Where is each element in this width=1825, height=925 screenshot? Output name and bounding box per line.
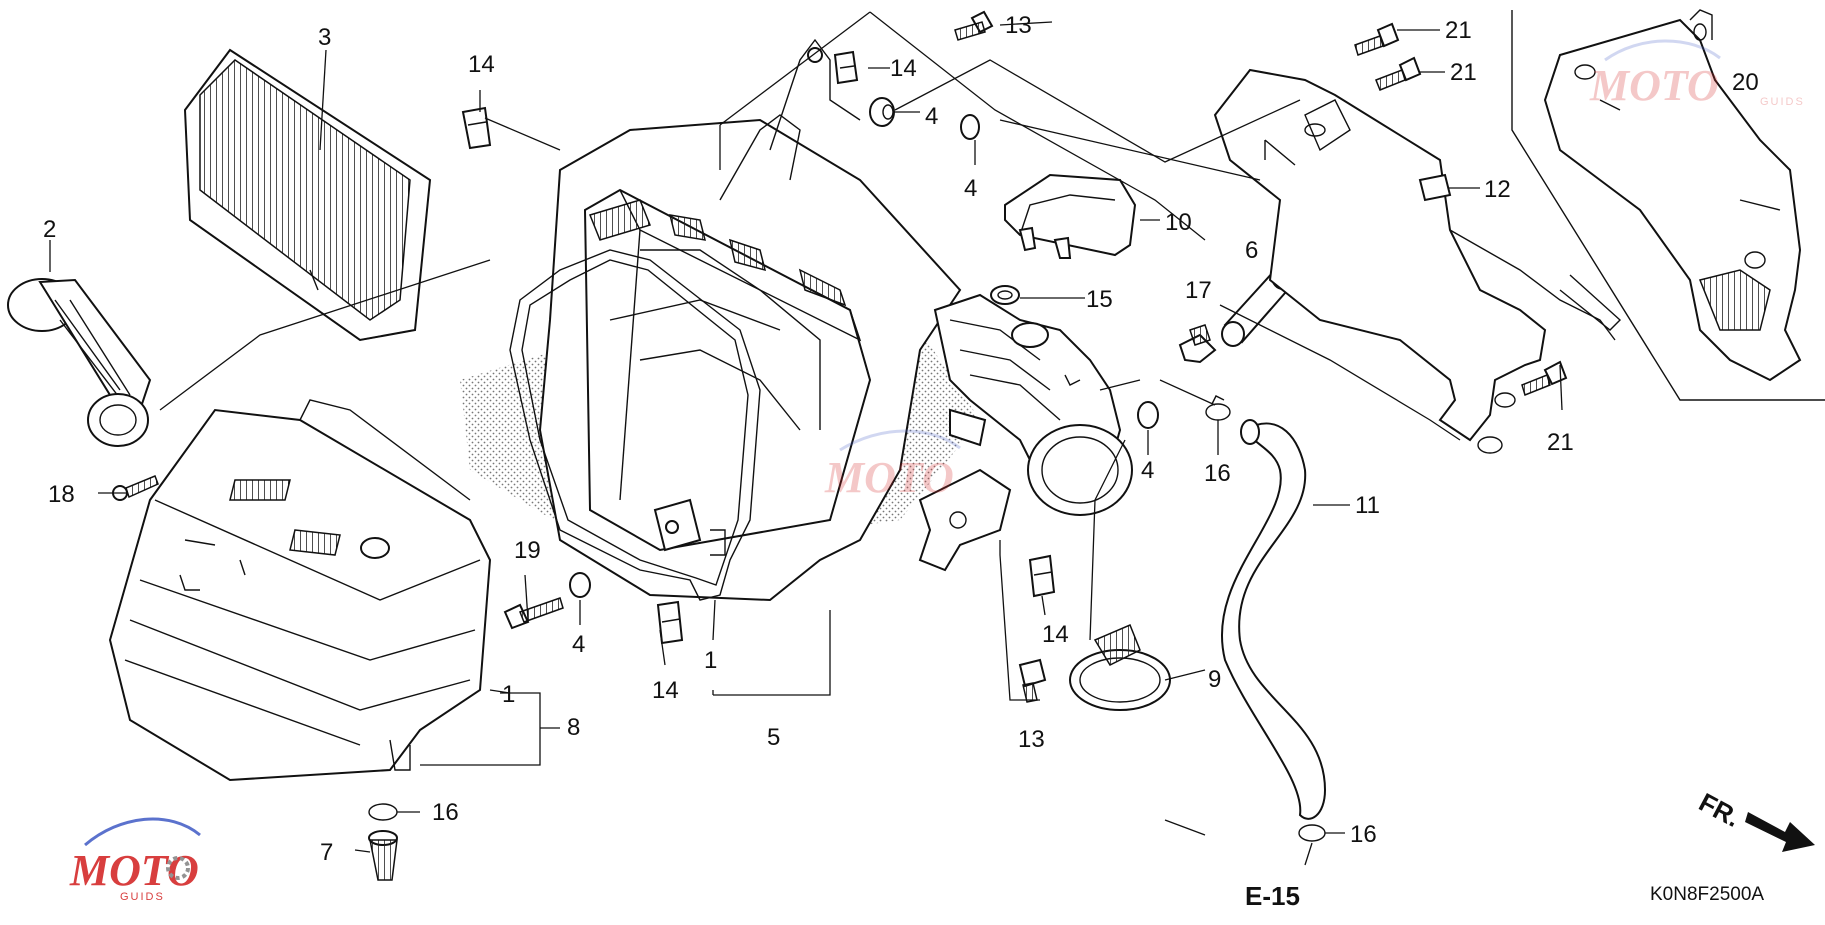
inlet-duct xyxy=(918,293,1133,572)
watermark-bottom-left: MOTO GUIDS xyxy=(69,817,201,903)
callout-14-b: 14 xyxy=(890,55,917,82)
clip-16-upper xyxy=(1205,395,1231,421)
watermark-brand: MOTO xyxy=(69,846,199,895)
bracket-20 xyxy=(1511,9,1825,401)
callout-4-a: 4 xyxy=(925,103,938,130)
callout-14-c: 14 xyxy=(1042,621,1069,648)
clip-15 xyxy=(990,285,1020,305)
callout-1-a: 1 xyxy=(502,681,515,708)
band-9 xyxy=(1069,624,1171,711)
air-cleaner-cover xyxy=(108,399,492,782)
connecting-tube xyxy=(7,278,152,447)
drain-hose-11 xyxy=(1221,419,1327,820)
callout-16-b: 16 xyxy=(1350,821,1377,848)
clip-14-a xyxy=(461,106,492,150)
callout-7: 7 xyxy=(320,839,333,866)
clip-14-d xyxy=(1028,554,1056,598)
bolt-13-bottom xyxy=(1018,658,1047,703)
collar-4-top xyxy=(869,97,895,127)
watermark-top-brand: MOTO xyxy=(1589,61,1719,110)
callout-21-a: 21 xyxy=(1445,17,1472,44)
callout-13-a: 13 xyxy=(1005,12,1032,39)
bolt-19 xyxy=(503,597,564,630)
screw-18 xyxy=(112,475,159,501)
callout-21-b: 21 xyxy=(1450,59,1477,86)
clip-14-c xyxy=(656,600,684,645)
callout-5: 5 xyxy=(767,724,780,751)
callout-10: 10 xyxy=(1165,209,1192,236)
collar-4-left xyxy=(569,572,591,598)
callout-12: 12 xyxy=(1484,176,1511,203)
front-direction-indicator: FR. xyxy=(1694,787,1815,852)
callout-1-b: 1 xyxy=(704,647,717,674)
callout-20: 20 xyxy=(1732,69,1759,96)
callout-19: 19 xyxy=(514,537,541,564)
cap-10 xyxy=(1004,173,1137,259)
callout-4-c: 4 xyxy=(1141,457,1154,484)
watermark-top-sub: GUIDS xyxy=(1760,96,1805,108)
callout-11: 11 xyxy=(1355,492,1380,519)
drain-plug-7 xyxy=(368,830,398,881)
front-label: FR. xyxy=(1694,787,1745,833)
bolt-13-top xyxy=(954,10,994,41)
watermark-center-brand: MOTO xyxy=(824,453,954,502)
bolt-21-b xyxy=(1375,56,1422,91)
watermark-center: MOTO xyxy=(824,429,961,502)
callout-4-d: 4 xyxy=(572,631,585,658)
air-cleaner-case xyxy=(509,38,962,602)
bracket-12 xyxy=(1213,68,1622,454)
callout-3: 3 xyxy=(318,24,331,51)
callout-16-c: 16 xyxy=(432,799,459,826)
callout-2: 2 xyxy=(43,216,56,243)
collar-4-right xyxy=(1137,401,1159,429)
callout-18: 18 xyxy=(48,481,75,508)
callout-6: 6 xyxy=(1245,237,1258,264)
callout-14-a: 14 xyxy=(468,51,495,78)
watermark-sub: GUIDS xyxy=(120,891,165,903)
watermark-top-right: MOTO GUIDS xyxy=(1589,39,1805,110)
callout-8: 8 xyxy=(567,714,580,741)
callout-9: 9 xyxy=(1208,666,1221,693)
callout-15: 15 xyxy=(1086,286,1113,313)
clip-16-left xyxy=(368,803,398,821)
callout-21-c: 21 xyxy=(1547,429,1574,456)
clip-16-lower xyxy=(1298,824,1326,842)
callout-13-b: 13 xyxy=(1018,726,1045,753)
callout-16-a: 16 xyxy=(1204,460,1231,487)
clip-17 xyxy=(1178,324,1217,364)
air-filter-element xyxy=(183,48,432,342)
callout-17: 17 xyxy=(1185,277,1212,304)
callout-14-d: 14 xyxy=(652,677,679,704)
front-arrow-icon xyxy=(1745,812,1815,852)
bolt-21-a xyxy=(1354,22,1400,56)
gear-icon xyxy=(166,856,190,880)
clip-14-b xyxy=(833,50,859,85)
collar-4-mid xyxy=(960,114,980,140)
diagram-code: K0N8F2500A xyxy=(1650,884,1764,905)
leader-lines xyxy=(49,11,1563,866)
callout-4-b: 4 xyxy=(964,175,977,202)
bolt-21-c xyxy=(1521,360,1568,397)
callout-labels: 3 2 14 14 13 4 4 10 15 17 6 21 21 20 12 … xyxy=(43,12,1764,911)
reference-label: E-15 xyxy=(1245,881,1300,911)
